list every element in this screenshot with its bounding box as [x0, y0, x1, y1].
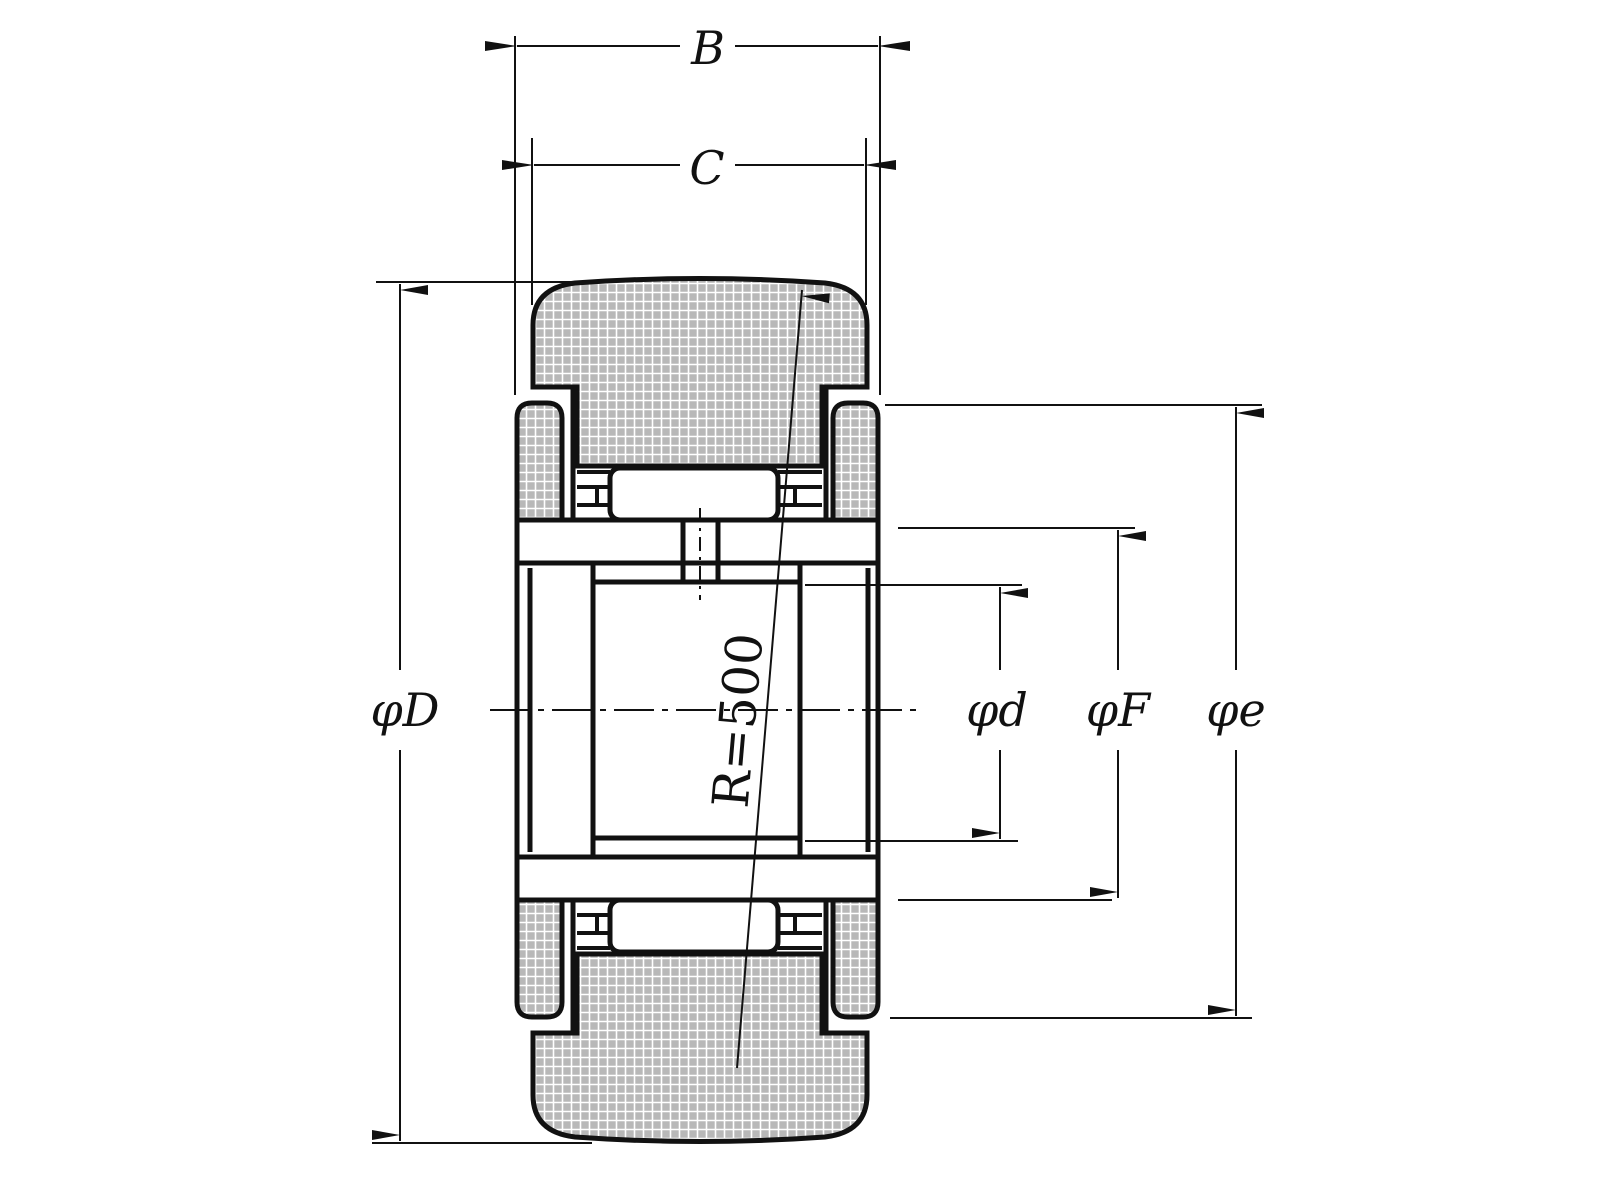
dimension-d-bore: φd — [805, 584, 1028, 842]
dimension-d-outer: φD — [370, 281, 592, 1144]
dimension-f: φF — [898, 527, 1152, 901]
label-phi-f: φF — [1086, 683, 1152, 737]
label-c: C — [689, 141, 724, 195]
label-phi-d-outer: φD — [370, 683, 439, 737]
dimension-e: φe — [885, 404, 1266, 1019]
oil-hole — [680, 522, 721, 582]
dimension-c: C — [502, 138, 896, 305]
label-phi-d-bore: φd — [966, 683, 1028, 737]
label-phi-e: φe — [1206, 683, 1265, 737]
side-washers — [514, 387, 881, 1033]
label-b: B — [690, 21, 725, 75]
crown-radius-leader: R=500 — [702, 289, 830, 1069]
outer-ring — [530, 276, 870, 1144]
dimension-b: B — [485, 21, 910, 395]
